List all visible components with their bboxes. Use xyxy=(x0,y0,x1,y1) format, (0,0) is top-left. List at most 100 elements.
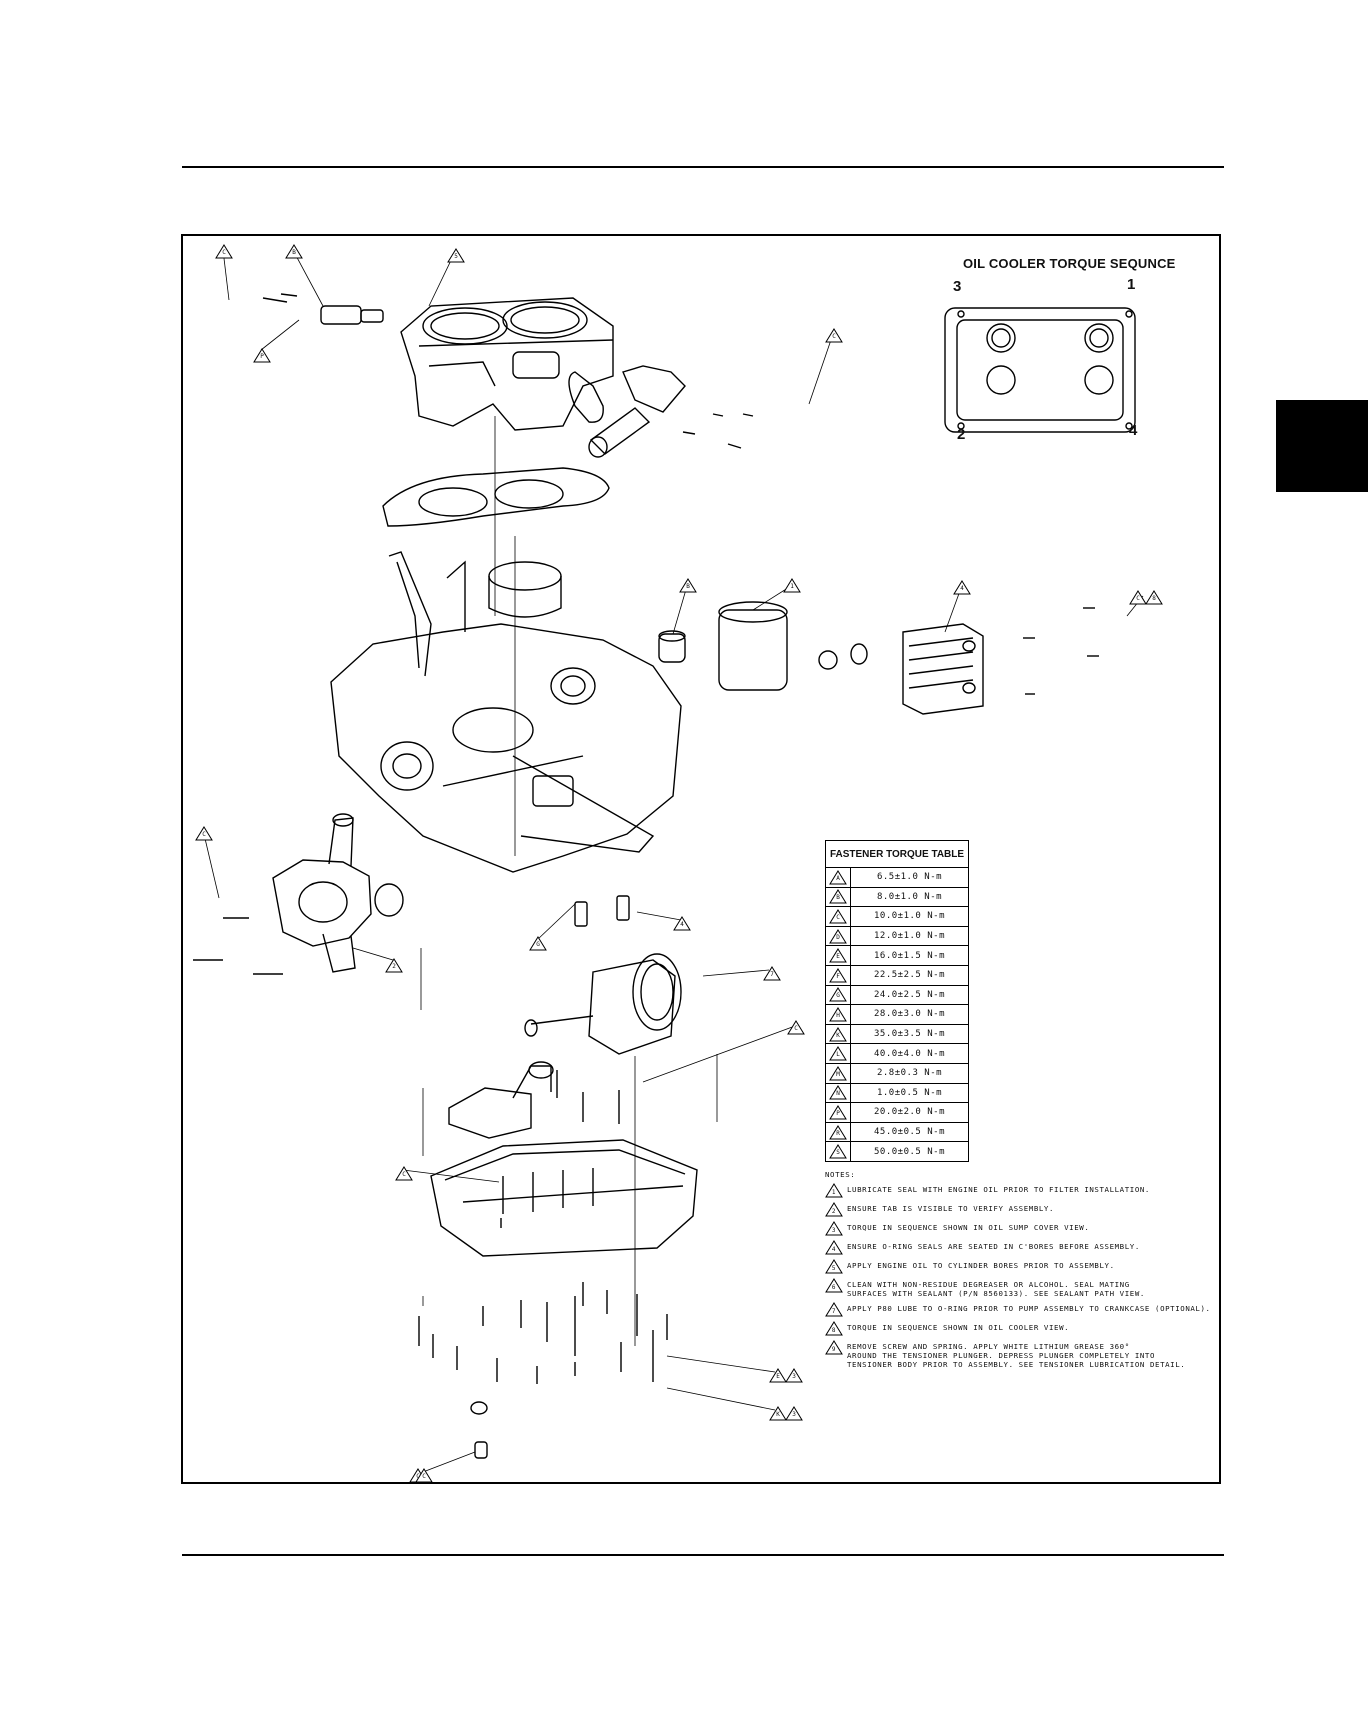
torque-row: L 40.0±4.0 N-m xyxy=(825,1043,969,1064)
callout-triangle: 3 xyxy=(785,1368,803,1383)
callout-triangle: N xyxy=(829,1085,847,1100)
torque-key: H xyxy=(825,1004,851,1025)
callout-triangle: B xyxy=(679,578,697,593)
callout-label: C xyxy=(832,333,836,340)
triangle-icon xyxy=(825,1202,843,1217)
torque-value: 20.0±2.0 N-m xyxy=(850,1102,969,1123)
torque-key: M xyxy=(825,1062,851,1084)
callout-label: C xyxy=(836,913,840,921)
callout-label: 1 xyxy=(831,1189,837,1196)
note-item: 1 LUBRICATE SEAL WITH ENGINE OIL PRIOR TO… xyxy=(825,1183,1215,1198)
sequence-number: 3 xyxy=(953,278,962,295)
triangle-icon xyxy=(253,348,271,363)
triangle-icon xyxy=(769,1368,787,1383)
triangle-icon xyxy=(829,869,847,885)
callout-triangle: 5 xyxy=(825,1259,843,1274)
callout-triangle: C xyxy=(787,1020,805,1035)
callout-triangle: H xyxy=(829,1006,847,1022)
torque-key: S xyxy=(825,1141,851,1162)
callout-triangle: 1 xyxy=(783,578,801,593)
triangle-icon xyxy=(829,889,847,904)
callout-triangle: 7 xyxy=(763,966,781,981)
triangle-icon xyxy=(385,958,403,973)
triangle-icon xyxy=(1129,590,1147,605)
callout-triangle: C xyxy=(825,328,843,343)
bolt-array xyxy=(556,1070,620,1124)
triangle-icon xyxy=(825,328,843,343)
callout-label: C xyxy=(202,831,206,838)
triangle-icon xyxy=(829,1104,847,1120)
callout-label: 3 xyxy=(792,1411,796,1418)
callout-label: 1 xyxy=(790,583,794,590)
triangle-icon xyxy=(825,1259,843,1274)
torque-key: F xyxy=(825,964,851,986)
triangle-icon xyxy=(829,1006,847,1022)
callout-label: K xyxy=(776,1411,780,1418)
triangle-icon xyxy=(829,987,847,1002)
callout-label: B xyxy=(836,894,840,902)
callout-label: 4 xyxy=(960,585,964,592)
torque-value: 40.0±4.0 N-m xyxy=(850,1043,969,1064)
callout-label: B xyxy=(292,249,296,256)
callout-label: S xyxy=(836,1149,840,1157)
torque-key: B xyxy=(825,886,851,908)
sequence-number: 2 xyxy=(957,426,966,443)
triangle-icon xyxy=(825,1278,843,1293)
triangle-icon xyxy=(825,1321,843,1336)
cylinder-block xyxy=(400,297,614,431)
triangle-icon xyxy=(447,248,465,263)
torque-value: 24.0±2.5 N-m xyxy=(850,984,969,1006)
triangle-icon xyxy=(829,1026,847,1042)
callout-label: C xyxy=(402,1171,406,1178)
torque-key: A xyxy=(825,867,851,888)
triangle-icon xyxy=(829,1046,847,1061)
callout-triangle: A xyxy=(829,869,847,885)
triangle-icon xyxy=(415,1468,433,1483)
head-gasket xyxy=(382,467,610,527)
water-pump xyxy=(193,813,404,975)
callout-label: 9 xyxy=(831,1346,837,1353)
water-outlet xyxy=(568,365,754,458)
torque-key: E xyxy=(825,945,851,966)
callout-triangle: C xyxy=(1129,590,1147,605)
callout-label: E xyxy=(776,1373,780,1380)
callout-label: D xyxy=(836,933,840,941)
triangle-icon xyxy=(829,1085,847,1100)
callout-label: 8 xyxy=(1152,595,1156,602)
oil-cooler-sequence-view xyxy=(944,307,1136,433)
callout-triangle: G xyxy=(529,936,547,951)
callout-label: L xyxy=(836,1051,840,1059)
torque-key: L xyxy=(825,1043,851,1064)
callout-label: 5 xyxy=(454,253,458,260)
torque-value: 2.8±0.3 N-m xyxy=(850,1062,969,1084)
callout-triangle: 3 xyxy=(785,1406,803,1421)
triangle-icon xyxy=(825,1340,843,1355)
torque-key: N xyxy=(825,1082,851,1104)
triangle-icon xyxy=(787,1020,805,1035)
callout-triangle: 9 xyxy=(825,1340,843,1355)
crankcase xyxy=(330,551,682,873)
note-text: LUBRICATE SEAL WITH ENGINE OIL PRIOR TO … xyxy=(847,1185,1150,1194)
torque-key: K xyxy=(825,1023,851,1045)
torque-key: P xyxy=(825,1102,851,1123)
torque-key: C xyxy=(825,906,851,927)
callout-label: 2 xyxy=(392,963,396,970)
callout-triangle: 1 xyxy=(825,1183,843,1198)
torque-key: G xyxy=(825,984,851,1006)
callout-label: K xyxy=(836,1031,840,1039)
oil-filter-group xyxy=(658,601,1099,715)
callout-triangle: R xyxy=(829,1124,847,1140)
